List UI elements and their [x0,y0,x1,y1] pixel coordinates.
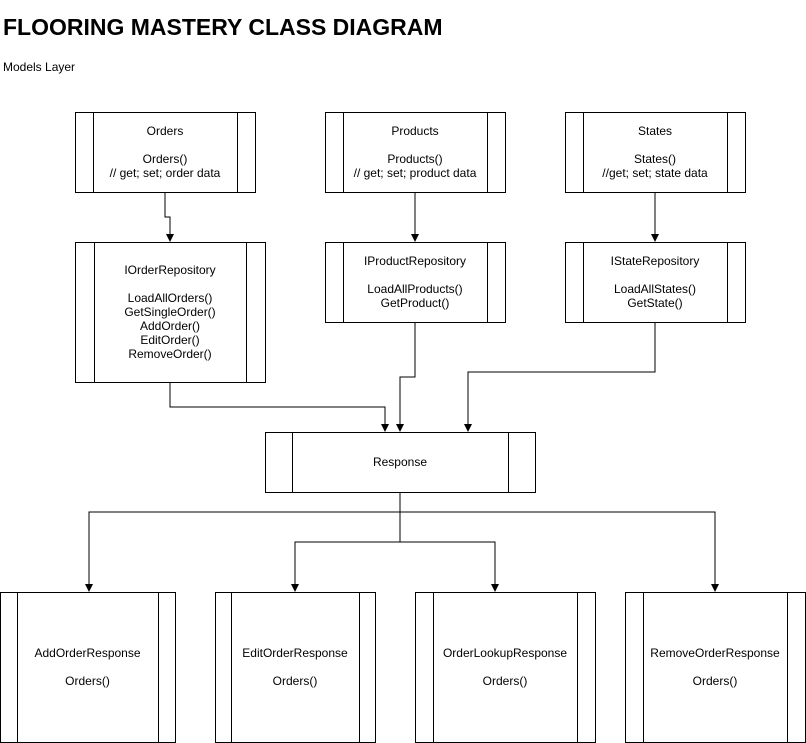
node-box [565,242,746,323]
edge-response-to-addorder [85,492,401,592]
node-name: Orders [147,124,184,138]
node-member: //get; set; state data [602,166,708,180]
edge-orders-to-iorderrepo [164,192,174,242]
node-name: States [638,124,672,138]
node-name: Products [391,124,438,138]
edge-response-to-orderlookup [400,541,499,592]
edges-layer [85,192,719,592]
node-member: EditOrder() [140,333,199,347]
edge-iproductrepo-to-response [396,322,416,432]
node-member: // get; set; order data [110,166,221,180]
node-box [325,242,506,323]
node-box [0,592,176,743]
node-box [75,242,266,383]
edge-response-to-editorder [291,512,401,592]
node-member: Orders() [143,152,188,166]
node-box [415,592,596,743]
node-member: Orders() [65,674,110,688]
node-box [325,112,506,193]
page-subtitle: Models Layer [3,60,76,74]
node-member: RemoveOrder() [128,347,211,361]
node-member: Orders() [273,674,318,688]
node-name: RemoveOrderResponse [650,646,780,660]
node-member: GetProduct() [381,296,450,310]
node-member: Orders() [693,674,738,688]
node-name: IProductRepository [364,254,466,268]
page-title: FLOORING MASTERY CLASS DIAGRAM [3,14,443,40]
node-box [215,592,376,743]
node-member: Products() [387,152,442,166]
node-member: Orders() [483,674,528,688]
node-box [625,592,806,743]
node-name: AddOrderResponse [34,646,140,660]
node-iorderrepo: IOrderRepositoryLoadAllOrders()GetSingle… [75,242,266,383]
edge-istaterepo-to-response [464,322,656,432]
node-member: LoadAllOrders() [128,291,213,305]
node-istaterepo: IStateRepositoryLoadAllStates()GetState(… [565,242,746,323]
node-member: GetSingleOrder() [124,305,215,319]
node-member: LoadAllProducts() [367,282,462,296]
node-member: AddOrder() [140,319,200,333]
node-name: OrderLookupResponse [443,646,567,660]
node-name: EditOrderResponse [242,646,348,660]
edge-response-to-removeorder [400,511,719,592]
node-member: // get; set; product data [354,166,477,180]
node-member: States() [634,152,676,166]
node-member: GetState() [627,296,682,310]
node-name: IStateRepository [611,254,700,268]
node-box [265,432,536,493]
node-name: IOrderRepository [124,263,215,277]
node-iproductrepo: IProductRepositoryLoadAllProducts()GetPr… [325,242,506,323]
edge-iorderrepo-to-response [169,382,389,432]
node-response: Response [265,432,536,493]
node-box [75,112,256,193]
node-box [565,112,746,193]
node-member: LoadAllStates() [614,282,696,296]
node-name: Response [373,455,427,469]
